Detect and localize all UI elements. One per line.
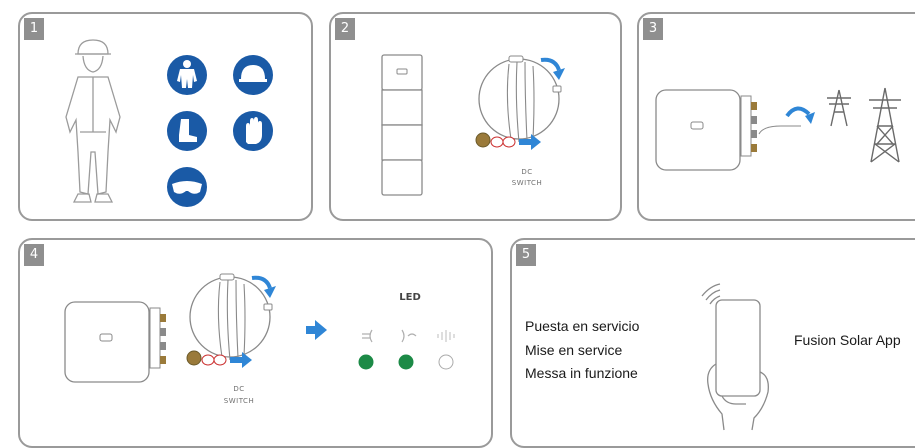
step-5-panel: 5 Puesta en servicio Mise en service Mes… <box>510 238 915 448</box>
goggles-icon <box>167 167 207 207</box>
switch-label-line-2: SWITCH <box>224 397 254 405</box>
step-number-badge: 2 <box>335 18 355 40</box>
commissioning-line-fr: Mise en service <box>525 341 623 358</box>
step-3-panel: 3 <box>637 12 915 221</box>
dc-switch-caption: DC SWITCH <box>224 385 254 405</box>
pv-led-symbol-icon <box>362 329 373 343</box>
step-number-badge: 3 <box>643 18 663 40</box>
step-1-panel: 1 <box>18 12 313 221</box>
led-title: LED <box>399 292 421 303</box>
gloves-icon <box>233 111 273 151</box>
safety-boots-icon <box>167 111 207 151</box>
fusion-solar-app-label: Fusion Solar App <box>794 332 901 348</box>
dc-switch-icon <box>475 55 565 150</box>
pv-status-led <box>358 354 374 370</box>
commissioning-line-it: Messa in funzione <box>525 365 638 381</box>
inverter-icon <box>64 301 166 383</box>
grid-led-symbol-icon <box>401 329 417 343</box>
switch-label-line-1: DC <box>233 385 244 393</box>
step-4-panel: 4 DC SWITCH LED <box>18 238 493 448</box>
power-tower-icon <box>827 87 901 163</box>
dc-switch-icon <box>186 273 276 368</box>
commissioning-text: Puesta en servicio Mise en service Messa… <box>525 315 639 386</box>
next-step-arrow <box>306 320 327 340</box>
helmet-icon <box>233 55 273 95</box>
communication-status-led <box>438 354 454 370</box>
grid-status-led <box>398 354 414 370</box>
step-number-badge: 4 <box>24 244 44 266</box>
battery-stack <box>381 54 423 196</box>
step-number-badge: 5 <box>516 244 536 266</box>
switch-label-line-1: DC <box>521 168 532 176</box>
commissioning-line-es: Puesta en servicio <box>525 318 640 334</box>
dc-switch-caption: DC SWITCH <box>512 168 542 187</box>
protective-suit-icon <box>167 55 207 95</box>
communication-led-symbol-icon <box>437 330 455 342</box>
worker-figure <box>65 39 121 203</box>
step-2-panel: 2 DC SWITCH <box>329 12 622 221</box>
switch-label-line-2: SWITCH <box>512 179 542 187</box>
inverter-icon <box>655 89 757 171</box>
grid-connection-arrow <box>758 106 815 135</box>
smartphone-in-hand-icon <box>701 283 769 431</box>
led-status-indicators: LED <box>358 292 455 370</box>
step-number-badge: 1 <box>24 18 44 40</box>
